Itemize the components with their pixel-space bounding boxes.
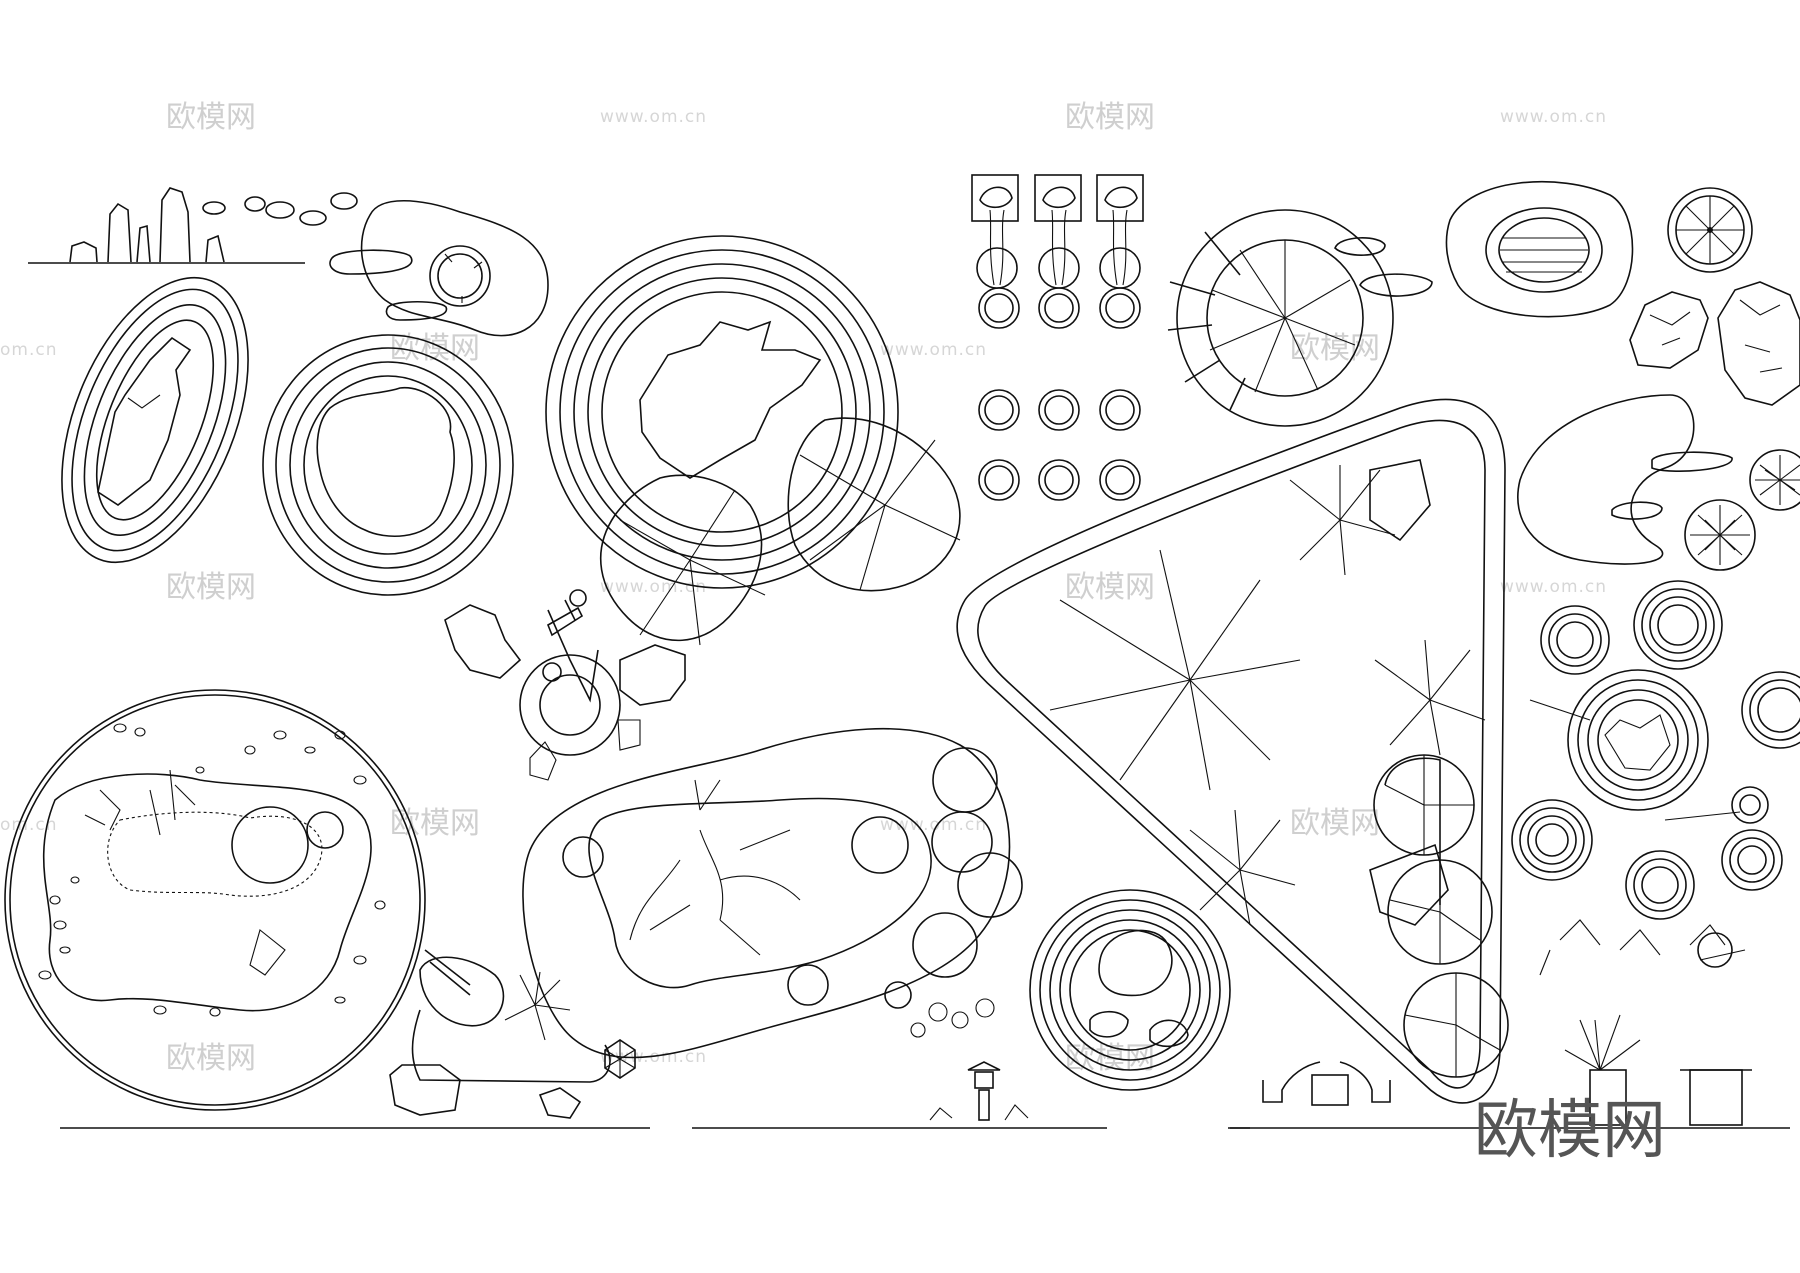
- island-pond-with-bushes: [522, 727, 1023, 1059]
- pond-with-stepping-stones: [329, 200, 549, 337]
- watermark-url: www.om.cn: [600, 107, 707, 127]
- watermark-url: www.om.cn: [1500, 107, 1607, 127]
- watermark-url-short: om.cn: [0, 340, 58, 360]
- rock-with-concentric-rings: [262, 334, 514, 596]
- garden-lantern-elevation: [910, 998, 1029, 1121]
- ground-lines: [28, 262, 1790, 1129]
- round-garden-plan: [4, 689, 426, 1111]
- watermark-brand: 欧模网: [166, 570, 256, 605]
- watermark-url: www.om.cn: [880, 340, 987, 360]
- tree-pool-with-boulders: [444, 589, 686, 781]
- watermark-brand: 欧模网: [166, 100, 256, 135]
- rock-with-contour-rings: [61, 276, 249, 564]
- palm-plant-icon: [1189, 465, 1486, 926]
- watermark-url: www.om.cn: [1500, 577, 1607, 597]
- watermark-url: www.om.cn: [880, 815, 987, 835]
- watermark-brand: 欧模网: [1290, 806, 1380, 841]
- rock-garden-with-pipes: [389, 949, 636, 1119]
- standing-stones-elevation: [69, 187, 358, 263]
- oval-bench-plan: [1445, 180, 1634, 318]
- large-rock-with-rings-and-tree: [545, 235, 961, 646]
- watermark-brand: 欧模网: [1065, 100, 1155, 135]
- wheel-and-boulders: [1629, 187, 1800, 406]
- arch-bridges: [1262, 1061, 1391, 1106]
- triangular-garden-path: [956, 398, 1509, 1104]
- hanging-plant-baskets: [971, 174, 1144, 289]
- corner-watermark: 欧模网: [1474, 1094, 1666, 1168]
- watermark-url: www.om.cn: [600, 577, 707, 597]
- watermark-brand: 欧模网: [390, 806, 480, 841]
- watermark-brand: 欧模网: [1290, 331, 1380, 366]
- planter-elevations: [1539, 919, 1752, 1126]
- round-gazebo-plan: [1167, 209, 1433, 427]
- kidney-pond-with-fans: [1517, 394, 1800, 571]
- concentric-ring-planters: [1511, 580, 1800, 920]
- watermark-brand: 欧模网: [166, 1041, 256, 1076]
- watermark-url-short: om.cn: [0, 815, 58, 835]
- rock-pond-with-ripples: [1029, 889, 1231, 1091]
- watermark-brand: 欧模网: [1065, 570, 1155, 605]
- round-planter-grid: [978, 287, 1141, 501]
